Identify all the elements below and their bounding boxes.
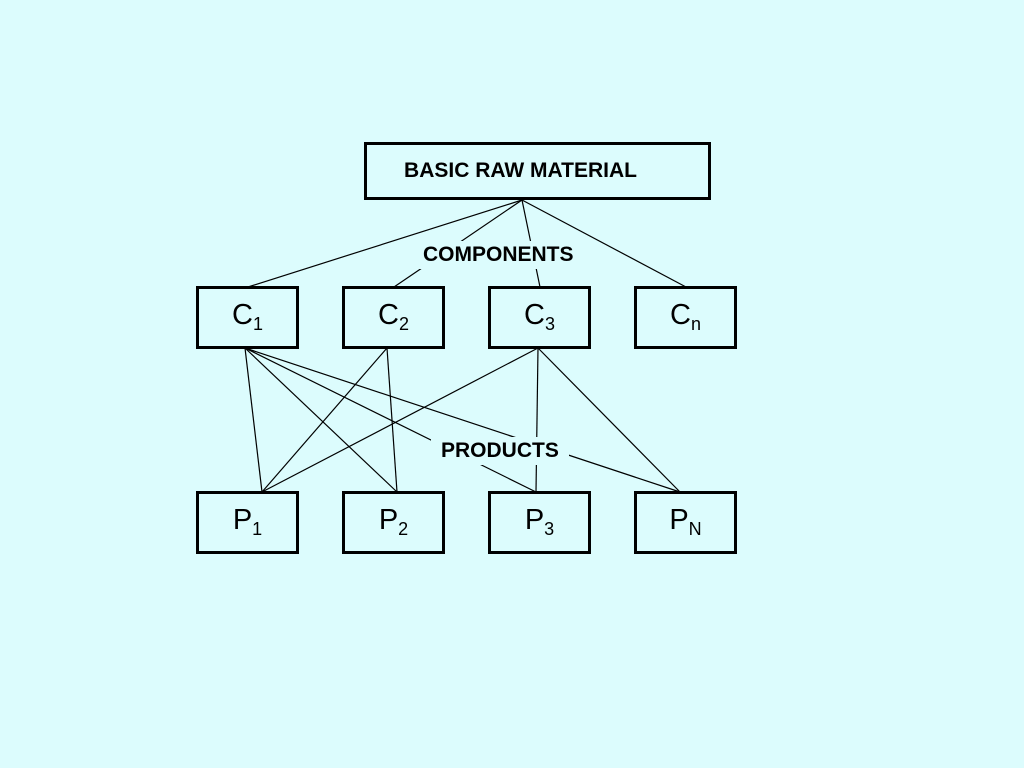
link-c1-p2: [244, 347, 398, 493]
product-box-p1: P1: [196, 491, 299, 554]
raw-material-box: BASIC RAW MATERIAL: [364, 142, 711, 200]
products-label: PRODUCTS: [431, 437, 569, 465]
link-c2-p1: [261, 347, 388, 493]
component-box-c1: C1: [196, 286, 299, 349]
link-c1-pn: [244, 347, 681, 493]
component-label: C2: [378, 299, 409, 334]
link-c1-p3: [244, 347, 537, 493]
components-label: COMPONENTS: [413, 241, 584, 269]
product-label: P1: [232, 504, 263, 539]
product-box-p3: P3: [488, 491, 591, 554]
product-label: PN: [669, 504, 702, 539]
raw-material-label: BASIC RAW MATERIAL: [404, 159, 637, 182]
component-label: Cn: [670, 299, 701, 334]
link-root-cn: [521, 199, 687, 288]
link-c3-pn: [537, 347, 681, 493]
component-label: C1: [232, 299, 263, 334]
product-box-pn: PN: [634, 491, 737, 554]
product-box-p2: P2: [342, 491, 445, 554]
product-label: P2: [378, 504, 409, 539]
component-box-c2: C2: [342, 286, 445, 349]
component-box-c3: C3: [488, 286, 591, 349]
link-c1-p1: [244, 347, 263, 493]
link-c3-p1: [261, 347, 539, 493]
link-c3-p3: [535, 347, 539, 493]
component-box-cn: Cn: [634, 286, 737, 349]
component-label: C3: [524, 299, 555, 334]
link-root-c1: [247, 199, 523, 288]
link-c2-p2: [386, 347, 398, 493]
product-label: P3: [524, 504, 555, 539]
